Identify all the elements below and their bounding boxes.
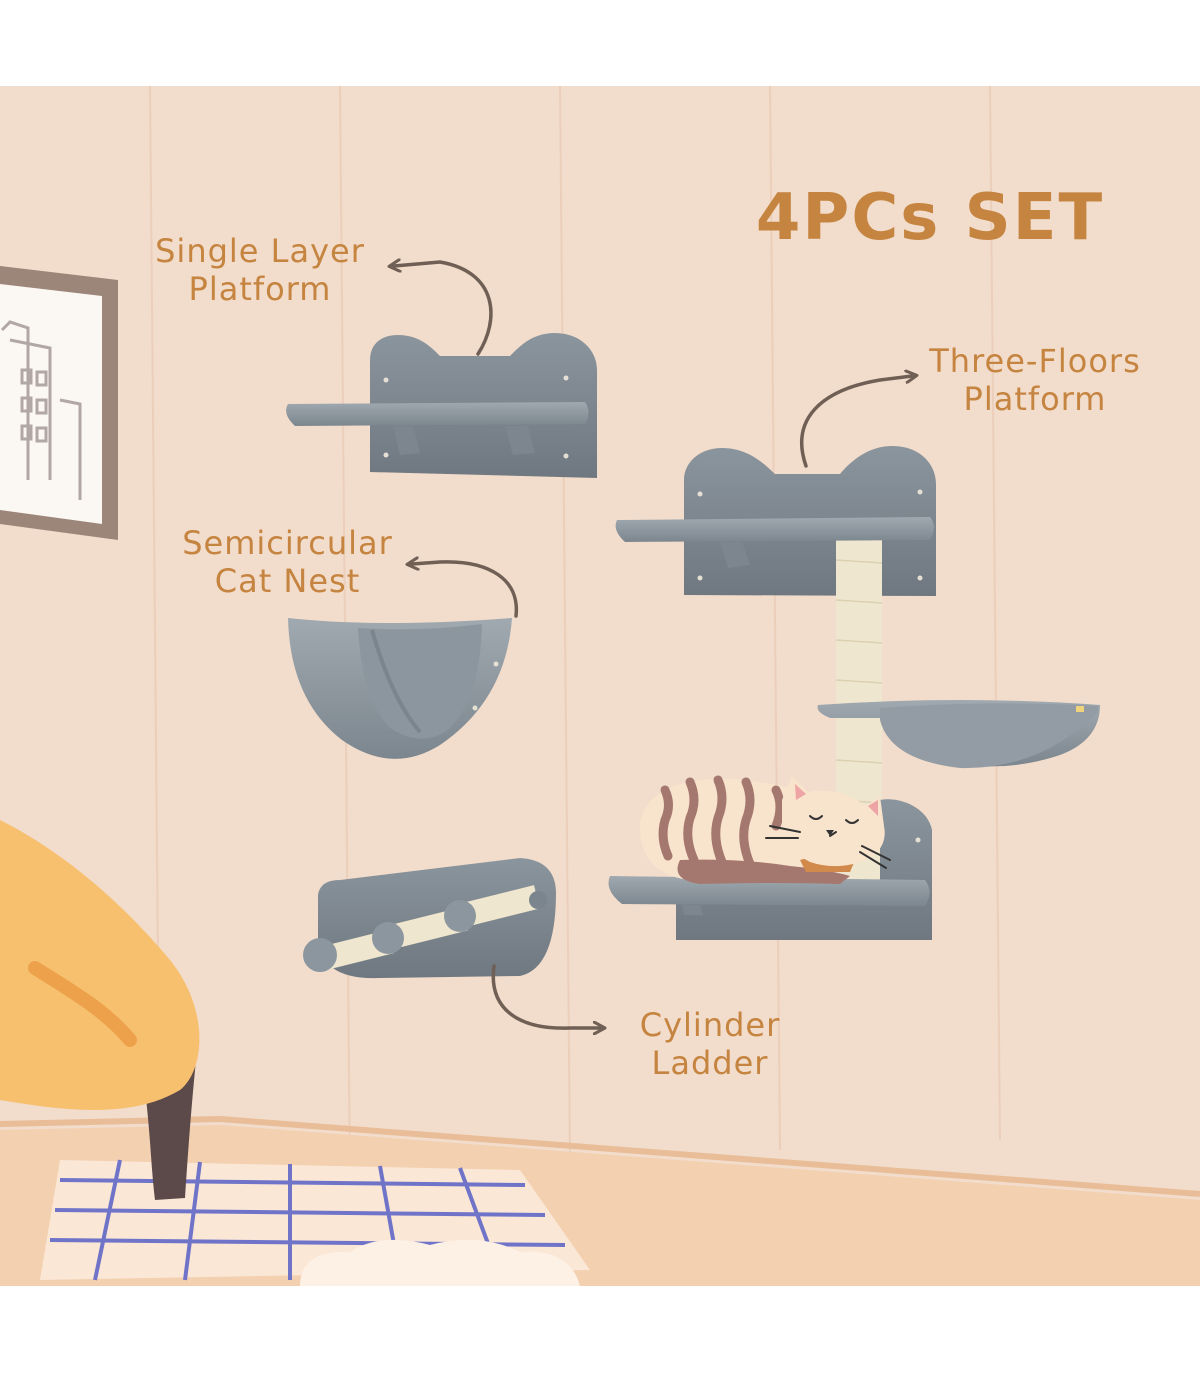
label-cylinder-line2: Ladder <box>651 1044 769 1082</box>
headline: 4PCs SET <box>755 181 1105 255</box>
label-three-floors-line1: Three-Floors <box>929 342 1141 380</box>
label-single-layer-platform: Single Layer Platform <box>140 232 380 308</box>
label-single-layer-line1: Single Layer <box>155 232 365 270</box>
label-single-layer-line2: Platform <box>188 270 332 308</box>
single-layer-platform <box>286 333 597 478</box>
baseboard <box>0 1115 1200 1197</box>
semicircular-cat-nest <box>288 618 512 759</box>
label-cylinder-ladder: Cylinder Ladder <box>620 1006 800 1082</box>
callout-arrows <box>394 262 912 1028</box>
label-three-floors-platform: Three-Floors Platform <box>910 342 1160 418</box>
sleeping-cat-illustration <box>640 775 891 884</box>
label-semicircular-cat-nest: Semicircular Cat Nest <box>165 524 410 600</box>
floor-puff <box>300 1239 580 1286</box>
label-cylinder-line1: Cylinder <box>639 1006 781 1044</box>
cylinder-ladder <box>303 858 556 979</box>
label-semicircular-line2: Cat Nest <box>214 562 361 600</box>
label-three-floors-line2: Platform <box>963 380 1107 418</box>
arrow-semicircular <box>412 562 519 618</box>
armchair <box>0 820 200 1200</box>
arrow-cylinder <box>491 964 600 1028</box>
arrow-single-layer <box>394 262 493 356</box>
arrow-three-floors <box>800 376 912 468</box>
label-semicircular-line1: Semicircular <box>182 524 393 562</box>
window-picture <box>0 266 118 540</box>
